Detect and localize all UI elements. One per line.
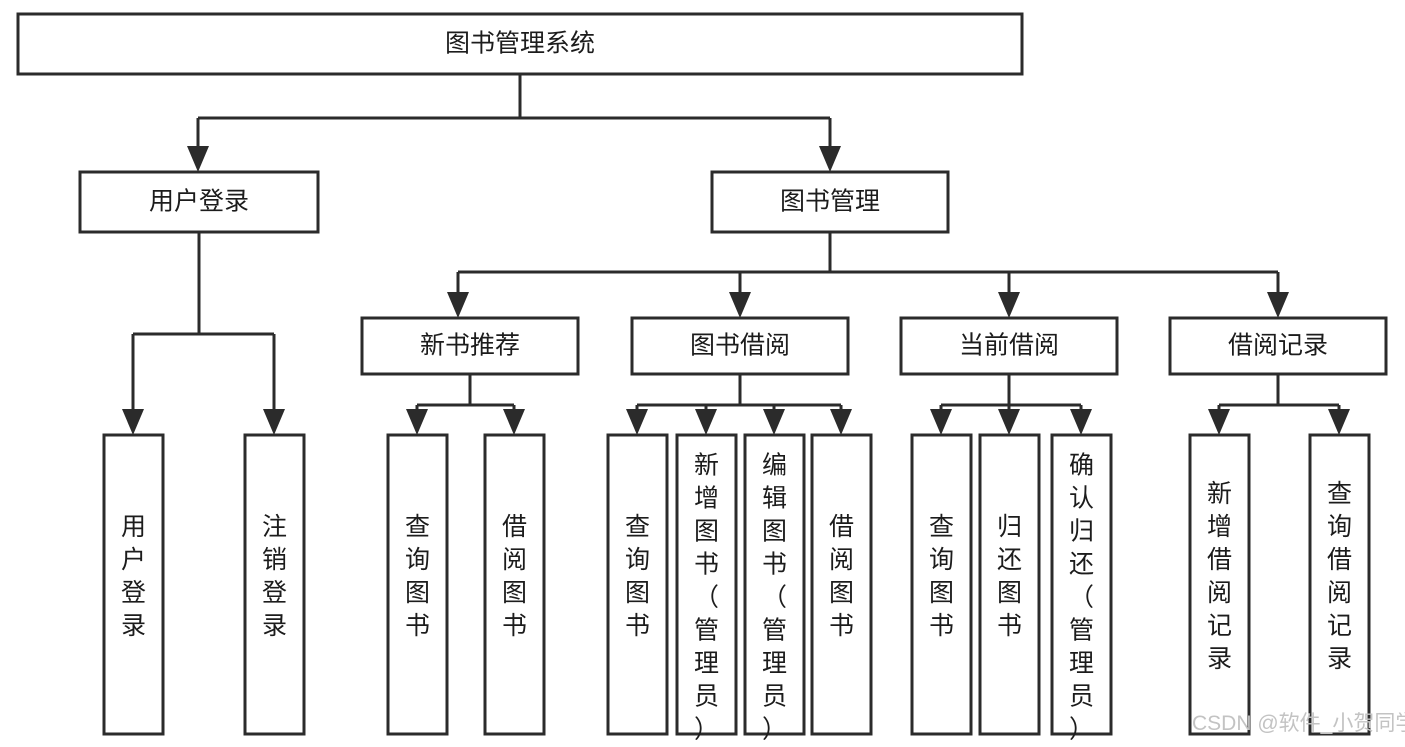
node-leaf-query-book-1[interactable]: 查询图书 bbox=[386, 433, 449, 736]
node-label: 图书借阅 bbox=[690, 332, 790, 360]
node-new-book-rec[interactable]: 新书推荐 bbox=[360, 316, 580, 376]
node-leaf-return-book[interactable]: 归还图书 bbox=[978, 433, 1041, 736]
node-label: 查询图书 bbox=[405, 513, 430, 640]
node-leaf-borrow-book-2[interactable]: 借阅图书 bbox=[810, 433, 873, 736]
node-label: 图书管理 bbox=[780, 188, 880, 216]
connector-user-login bbox=[122, 232, 285, 435]
node-leaf-logout[interactable]: 注销登录 bbox=[243, 433, 306, 736]
node-leaf-query-book-3[interactable]: 查询图书 bbox=[910, 433, 973, 736]
node-borrow-record[interactable]: 借阅记录 bbox=[1168, 316, 1388, 376]
node-label: 确认归还（管理员） bbox=[1069, 452, 1094, 744]
node-book-manage[interactable]: 图书管理 bbox=[710, 170, 950, 234]
node-label: 借阅图书 bbox=[502, 513, 527, 640]
node-label: 新增图书（管理员） bbox=[694, 452, 719, 744]
connector-layer bbox=[122, 74, 1350, 435]
node-label: 用户登录 bbox=[149, 188, 249, 216]
node-label: 借阅记录 bbox=[1228, 332, 1328, 360]
connector-current-borrow bbox=[930, 374, 1092, 435]
node-label: 注销登录 bbox=[262, 513, 287, 640]
node-leaf-query-record[interactable]: 查询借阅记录 bbox=[1308, 433, 1371, 736]
node-leaf-add-record[interactable]: 新增借阅记录 bbox=[1188, 433, 1251, 736]
node-label: 新增借阅记录 bbox=[1207, 480, 1232, 673]
node-leaf-add-book[interactable]: 新增图书（管理员） bbox=[675, 433, 738, 744]
node-leaf-confirm-return[interactable]: 确认归还（管理员） bbox=[1050, 433, 1113, 744]
node-label: 新书推荐 bbox=[420, 332, 520, 360]
node-leaf-user-login[interactable]: 用户登录 bbox=[102, 433, 165, 736]
connector-borrow-record bbox=[1208, 374, 1350, 435]
csdn-watermark: CSDN @软件_小贺同学 bbox=[1192, 712, 1405, 735]
node-label: 借阅图书 bbox=[829, 513, 854, 640]
node-layer: 图书管理系统用户登录图书管理新书推荐图书借阅当前借阅借阅记录用户登录注销登录查询… bbox=[16, 12, 1388, 744]
node-leaf-borrow-book-1[interactable]: 借阅图书 bbox=[483, 433, 546, 736]
node-label: 当前借阅 bbox=[959, 332, 1059, 360]
connector-book-borrow bbox=[626, 374, 852, 435]
node-label: 编辑图书（管理员） bbox=[762, 452, 787, 744]
node-book-borrow[interactable]: 图书借阅 bbox=[630, 316, 850, 376]
connector-book-manage bbox=[447, 232, 1289, 318]
connector-new-book-rec bbox=[406, 374, 525, 435]
node-label: 归还图书 bbox=[997, 513, 1022, 640]
node-label: 图书管理系统 bbox=[445, 30, 595, 58]
node-label: 查询图书 bbox=[929, 513, 954, 640]
node-leaf-edit-book[interactable]: 编辑图书（管理员） bbox=[743, 433, 806, 744]
node-user-login[interactable]: 用户登录 bbox=[78, 170, 320, 234]
node-label: 查询借阅记录 bbox=[1327, 480, 1352, 673]
connector-root bbox=[187, 74, 841, 172]
node-label: 用户登录 bbox=[121, 513, 146, 640]
node-label: 查询图书 bbox=[625, 513, 650, 640]
node-leaf-query-book-2[interactable]: 查询图书 bbox=[606, 433, 669, 736]
node-root[interactable]: 图书管理系统 bbox=[16, 12, 1024, 76]
node-current-borrow[interactable]: 当前借阅 bbox=[899, 316, 1119, 376]
